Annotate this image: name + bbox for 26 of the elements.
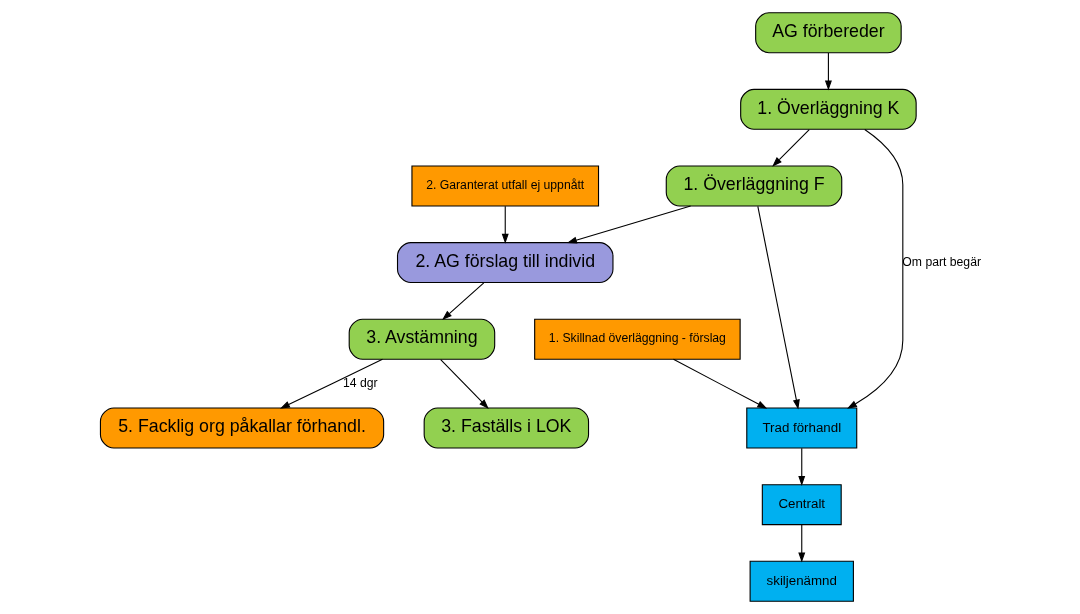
node-box: Trad förhandl xyxy=(745,407,857,449)
node-box: 1. Skillnad överläggning - förslag xyxy=(533,318,741,360)
arrow xyxy=(439,359,489,409)
arrow xyxy=(441,282,484,321)
node-box: 3. Avstämning xyxy=(348,318,495,360)
node-box: 2. AG förslag till individ xyxy=(396,242,613,284)
arrow xyxy=(279,358,383,409)
arrow xyxy=(846,128,903,409)
arrow xyxy=(756,205,800,410)
node-box: Centralt xyxy=(761,484,842,526)
node-box: 3. Faställs i LOK xyxy=(423,407,589,449)
node-box: 1. Överläggning F xyxy=(665,165,842,207)
arrow xyxy=(797,447,805,486)
edge-label: 14 dgr xyxy=(342,375,378,390)
node-box: 2. Garanterat utfall ej uppnått xyxy=(410,165,599,207)
node-box: skiljenämnd xyxy=(749,560,854,602)
arrow xyxy=(771,129,810,167)
arrow xyxy=(501,205,509,244)
node-box: 5. Facklig org påkallar förhandl. xyxy=(99,407,384,449)
node-box: 1. Överläggning K xyxy=(739,88,917,130)
edge-label: Om part begär xyxy=(901,254,981,269)
arrow xyxy=(824,52,832,91)
arrow xyxy=(566,205,691,244)
arrow xyxy=(672,358,767,409)
node-box: AG förbereder xyxy=(754,12,902,54)
arrow xyxy=(797,524,805,563)
